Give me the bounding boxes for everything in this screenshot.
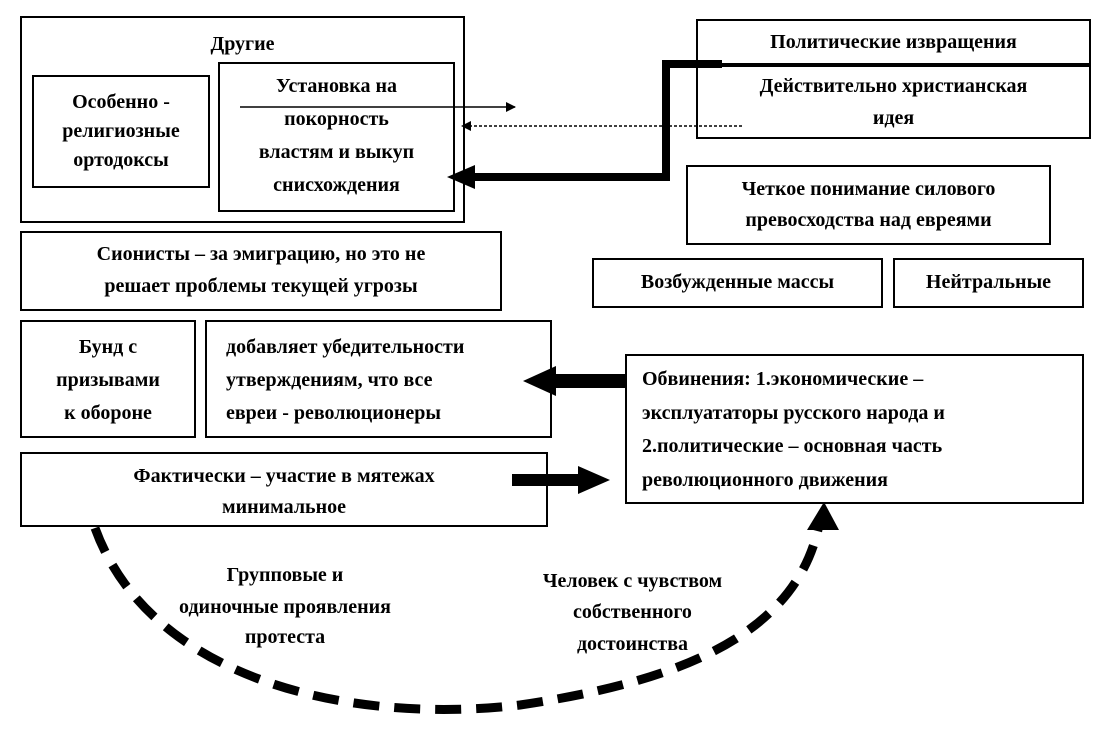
bund-line-3: к обороне — [64, 402, 152, 424]
superiority-line-1: Четкое понимание силового — [741, 178, 996, 200]
submission-box — [218, 62, 455, 212]
zionists-box — [20, 231, 502, 311]
political-perversions-label: Политические извращения — [770, 31, 1017, 53]
group-protest-line-2: одиночные проявления — [179, 596, 391, 618]
neutral-label: Нейтральные — [925, 271, 1052, 293]
adds-conviction-line-1: добавляет убедительности — [226, 336, 465, 358]
orthodox-line-1: Особенно - — [72, 91, 170, 113]
orthodox-line-2: религиозные — [62, 120, 180, 142]
dignity-line-3: достоинства — [576, 633, 689, 655]
group-protest-line-3: протеста — [244, 626, 326, 648]
accusations-box — [625, 354, 1084, 504]
thick-arrowhead-accusations — [578, 466, 610, 494]
group-protest-line-1: Групповые и — [226, 564, 344, 586]
adds-conviction-line-3: евреи - революционеры — [226, 402, 441, 424]
submission-line-2: покорность — [284, 108, 389, 130]
christian-idea-line-2: идея — [872, 107, 915, 129]
accusations-line-1: Обвинения: 1.экономические – — [642, 368, 924, 390]
zionists-line-2: решает проблемы текущей угрозы — [104, 275, 418, 297]
fact-line-1: Фактически – участие в мятежах — [133, 465, 435, 487]
masses-label: Возбужденные массы — [640, 271, 835, 293]
fact-line-2: минимальное — [221, 496, 347, 518]
bund-line-1: Бунд с — [78, 336, 138, 358]
dignity-line-2: собственного — [573, 601, 692, 623]
superiority-line-2: превосходства над евреями — [745, 209, 992, 231]
political-perversions-box — [696, 19, 1091, 65]
bund-line-2: призывами — [56, 369, 160, 391]
submission-line-3: властям и выкуп — [258, 141, 415, 163]
dignity-line-1: Человек с чувством — [542, 570, 723, 592]
accusations-line-4: революционного движения — [642, 469, 889, 491]
masses-box — [592, 258, 883, 308]
christian-idea-line-1: Действительно христианская — [759, 75, 1028, 97]
thick-arrow-accusations-shaft — [550, 374, 626, 388]
accusations-line-2: эксплуататоры русского народа и — [642, 402, 945, 424]
zionists-line-1: Сионисты – за эмиграцию, но это не — [96, 243, 426, 265]
neutral-box — [893, 258, 1084, 308]
orthodox-line-3: ортодоксы — [73, 149, 169, 171]
christian-idea-box — [696, 65, 1091, 139]
superiority-box — [686, 165, 1051, 245]
submission-line-4: снисхождения — [273, 174, 400, 196]
others-title: Другие — [210, 33, 275, 55]
accusations-line-3: 2.политические – основная часть — [642, 435, 943, 457]
bund-box — [20, 320, 196, 438]
orthodox-box — [32, 75, 210, 188]
submission-line-1: Установка на — [275, 75, 398, 97]
thick-connector-top — [470, 60, 722, 181]
dashed-loop-arrowhead — [807, 502, 839, 530]
fact-box — [20, 452, 548, 527]
adds-conviction-line-2: утверждениям, что все — [226, 369, 433, 391]
